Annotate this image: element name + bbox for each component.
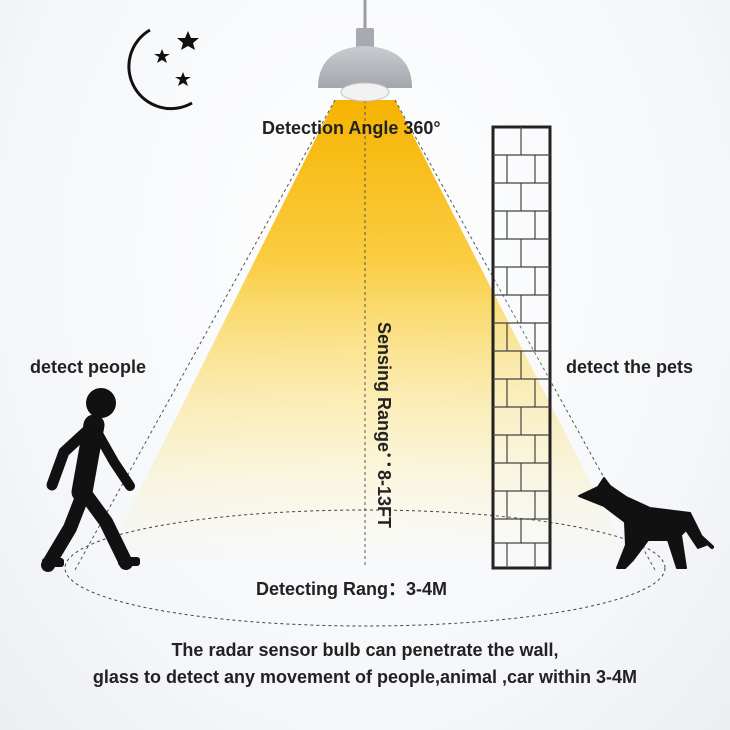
detection-range-ellipse bbox=[64, 509, 666, 627]
caption: The radar sensor bulb can penetrate the … bbox=[0, 637, 730, 691]
moon-stars-icon bbox=[127, 28, 199, 111]
pendant-lamp-icon bbox=[318, 0, 412, 102]
detection-angle-label: Detection Angle 360° bbox=[262, 118, 441, 138]
sensing-range-label: Sensing Range：8-13FT bbox=[374, 322, 394, 529]
detection-beam bbox=[105, 100, 630, 560]
caption-line-1: The radar sensor bulb can penetrate the … bbox=[171, 640, 559, 660]
dog-icon bbox=[578, 477, 714, 569]
caption-line-2: glass to detect any movement of people,a… bbox=[92, 667, 638, 687]
detect-people-label: detect people bbox=[30, 357, 147, 377]
walking-person-icon bbox=[41, 388, 140, 572]
detecting-range-label: Detecting Rang：3-4M bbox=[256, 579, 448, 599]
detect-pets-label: detect the pets bbox=[566, 357, 694, 377]
brick-wall-icon bbox=[491, 125, 552, 570]
